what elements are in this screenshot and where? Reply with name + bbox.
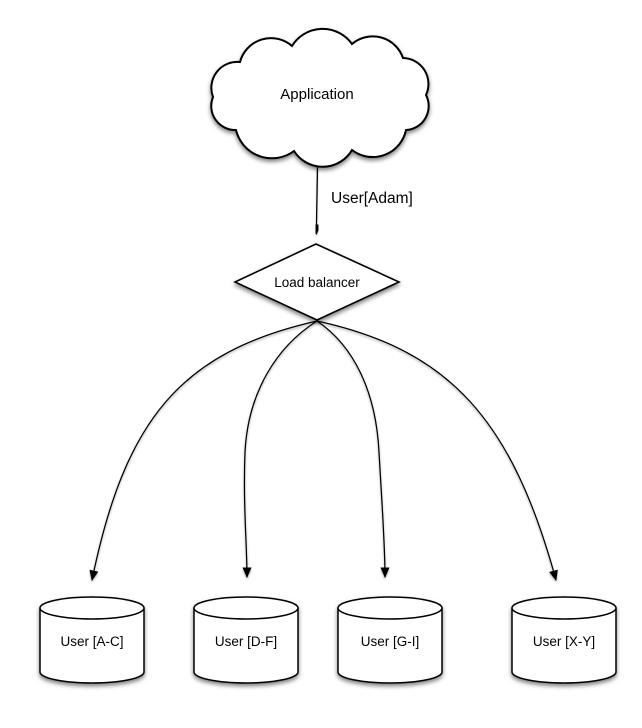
db-gi-label: User [G-I] — [361, 634, 420, 649]
db-ac-cylinder-shape — [39, 608, 145, 684]
db-gi-cylinder-shape — [337, 608, 443, 684]
edge-loadbalancer-to-db-gi — [316, 320, 390, 578]
db-xy-cylinder-shape — [511, 608, 617, 684]
load-balancer-label: Load balancer — [274, 275, 360, 290]
db-df-cylinder-top — [193, 596, 299, 620]
db-xy-node: User [X-Y] — [511, 596, 617, 684]
edge-loadbalancer-to-db-ac — [89, 320, 318, 581]
db-ac-label: User [A-C] — [60, 634, 123, 649]
db-df-node: User [D-F] — [193, 596, 299, 684]
edges — [89, 139, 558, 581]
edge-user-adam-label: User[Adam] — [331, 190, 413, 207]
application-cloud-shape — [210, 27, 430, 168]
db-df-label: User [D-F] — [215, 634, 277, 649]
application-node: Application — [210, 27, 430, 168]
db-gi-cylinder-top — [337, 596, 443, 620]
edge-loadbalancer-to-db-xy — [316, 320, 558, 581]
db-ac-node: User [A-C] — [39, 596, 145, 684]
load-balancer-diamond-shape — [233, 243, 401, 321]
db-ac-cylinder-top — [39, 596, 145, 620]
db-xy-label: User [X-Y] — [533, 634, 595, 649]
db-df-cylinder-shape — [193, 608, 299, 684]
db-xy-cylinder-top — [511, 596, 617, 620]
load-balancer-node: Load balancer — [233, 243, 401, 321]
application-label: Application — [280, 86, 353, 103]
edge-loadbalancer-to-db-df — [242, 320, 318, 578]
db-gi-node: User [G-I] — [337, 596, 443, 684]
